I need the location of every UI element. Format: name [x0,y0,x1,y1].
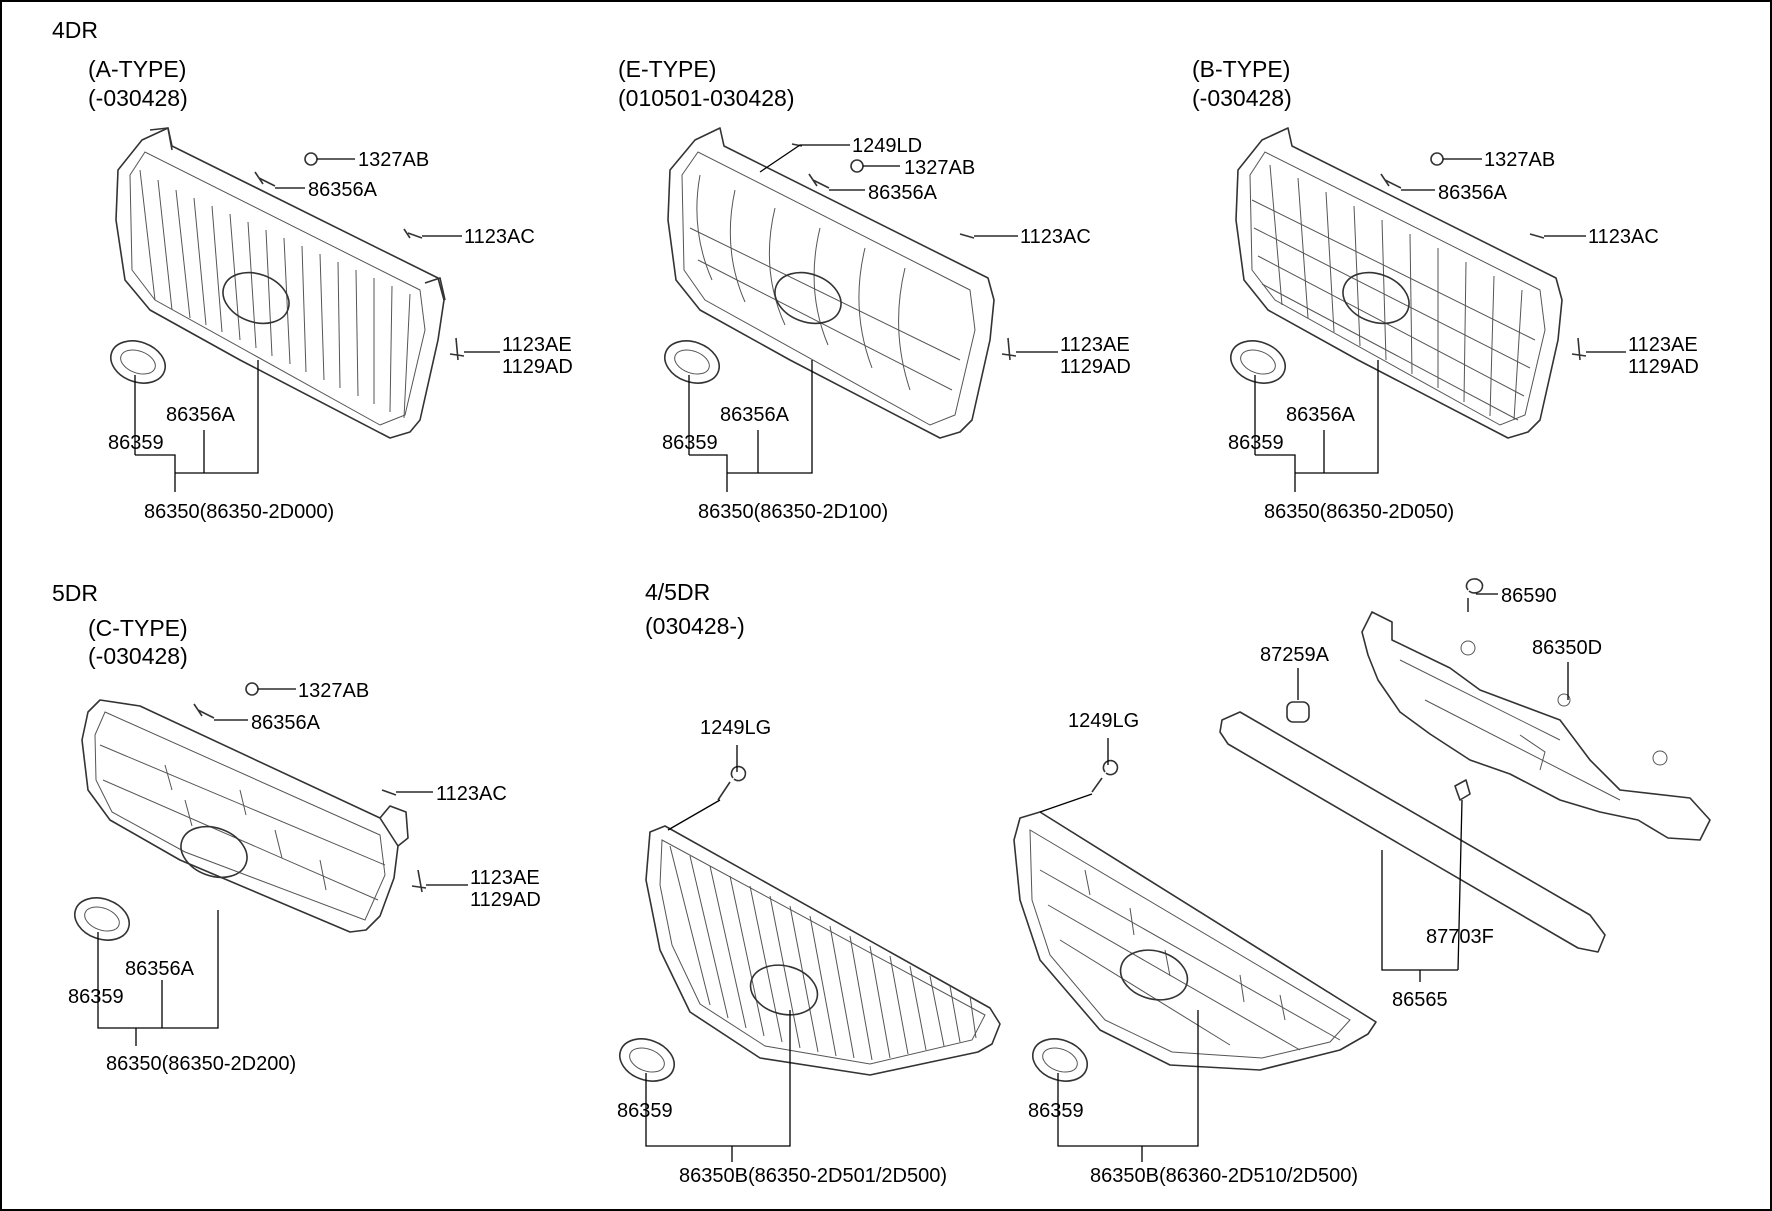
label-1249lg-left: 1249LG [700,717,771,739]
type-label: (E-TYPE) [618,56,716,82]
range-label: (030428-) [645,613,745,639]
label-86350-assy: 86350(86350-2D100) [698,501,888,523]
label-86350-assy: 86350(86350-2D200) [106,1053,296,1075]
grille-86350b-left [645,825,1001,1076]
type-label: (A-TYPE) [88,56,186,82]
label-1123ae: 1123AE [1060,334,1130,356]
label-1327ab: 1327AB [904,157,975,179]
label-86359-left: 86359 [617,1100,673,1122]
label-86356a: 86356A [251,712,321,734]
molding-86565 [1219,711,1606,953]
range-label: (010501-030428) [618,85,794,111]
door-label-5dr: 5DR [52,580,98,606]
emblem-c [74,897,130,941]
section-c-type: 5DR (C-TYPE) (-030428) 1327AB 86356A 112… [52,580,541,1075]
screw-1249lg-right [1091,759,1119,793]
grille-86350b-right [1013,811,1377,1071]
fastener-86590 [1465,578,1484,612]
section-a-type: 4DR (A-TYPE) (-030428) 1327AB 86356A 112… [52,17,573,523]
grille-e-type [667,127,995,439]
label-86359: 86359 [1228,432,1284,454]
label-86565: 86565 [1392,989,1448,1011]
label-1249ld: 1249LD [852,135,922,157]
screw-1249lg-left [717,765,747,801]
bracket-86350d [1361,611,1711,841]
label-1327ab: 1327AB [358,149,429,171]
label-1123ac: 1123AC [1020,226,1091,248]
label-86350-assy: 86350(86350-2D050) [1264,501,1454,523]
section-e-type: (E-TYPE) (010501-030428) 1249LD 1327AB 8… [618,56,1131,523]
door-label-4-5dr: 4/5DR [645,579,710,605]
label-86356a: 86356A [1438,182,1508,204]
label-86359-right: 86359 [1028,1100,1084,1122]
label-1123ae: 1123AE [1628,334,1698,356]
label-87259a: 87259A [1260,644,1330,666]
type-label: (C-TYPE) [88,615,188,641]
grille-b-type [1235,127,1563,439]
label-86356a: 86356A [308,179,378,201]
label-86356a-2: 86356A [166,404,236,426]
emblem-a [110,340,166,384]
label-1249lg-right: 1249LG [1068,710,1139,732]
type-label: (B-TYPE) [1192,56,1290,82]
label-86359: 86359 [662,432,718,454]
grille-c-type [81,699,409,933]
label-86590: 86590 [1501,585,1557,607]
label-1123ac: 1123AC [464,226,535,248]
emblem-right [1032,1038,1088,1082]
emblem-b [1230,340,1286,384]
section-4-5dr: 4/5DR (030428-) 1249LG 86359 86350B(8635… [617,578,1711,1187]
label-1327ab: 1327AB [298,680,369,702]
grille-a-type [115,127,446,439]
clip-87703f [1454,779,1471,801]
label-86350d: 86350D [1532,637,1602,659]
label-1123ae: 1123AE [502,334,572,356]
label-1129ad: 1129AD [470,889,541,911]
label-86350-assy: 86350(86350-2D000) [144,501,334,523]
label-1123ac: 1123AC [1588,226,1659,248]
label-1123ae: 1123AE [470,867,540,889]
range-label: (-030428) [1192,85,1292,111]
label-86359: 86359 [68,986,124,1008]
label-1129ad: 1129AD [1628,356,1699,378]
label-86356a-2: 86356A [125,958,195,980]
label-86350b-right: 86350B(86360-2D510/2D500) [1090,1165,1358,1187]
range-label: (-030428) [88,85,188,111]
cap-87259a [1286,701,1310,723]
label-86359: 86359 [108,432,164,454]
label-1129ad: 1129AD [1060,356,1131,378]
range-label: (-030428) [88,643,188,669]
label-86356a-2: 86356A [1286,404,1356,426]
label-86356a: 86356A [868,182,938,204]
label-1123ac: 1123AC [436,783,507,805]
label-86350b-left: 86350B(86350-2D501/2D500) [679,1165,947,1187]
emblem-left [619,1038,675,1082]
label-86356a-2: 86356A [720,404,790,426]
label-1327ab: 1327AB [1484,149,1555,171]
section-b-type: (B-TYPE) (-030428) 1327AB 86356A 1123AC … [1192,56,1699,523]
label-87703f: 87703F [1426,926,1494,948]
emblem-e [664,340,720,384]
label-1129ad: 1129AD [502,356,573,378]
door-label-4dr: 4DR [52,17,98,43]
